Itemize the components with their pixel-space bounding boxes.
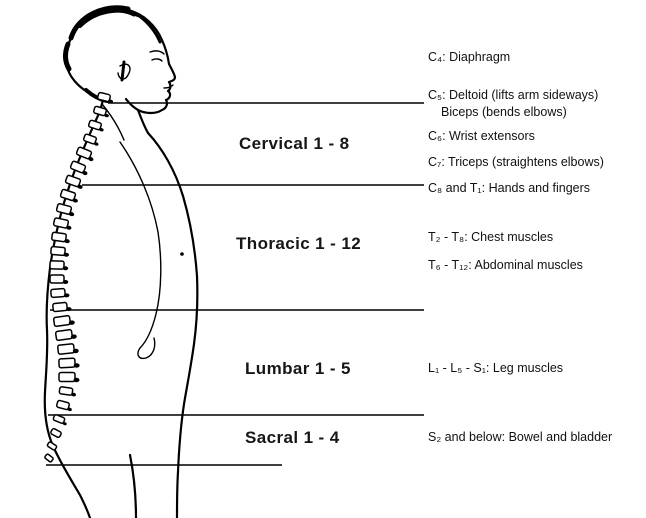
mouth <box>163 84 174 89</box>
eye <box>151 58 163 62</box>
annotation-c5-biceps: Biceps (bends elbows) <box>441 105 567 119</box>
annotation-c7-triceps: C₇: Triceps (straightens elbows) <box>428 155 604 169</box>
annotation-c5-deltoid: C₅: Deltoid (lifts arm sideways) <box>428 88 599 102</box>
annotation-t2-t8-chest: T₂ - T₈: Chest muscles <box>428 230 554 244</box>
region-label-lumbar: Lumbar 1 - 5 <box>245 359 351 378</box>
front-outline <box>146 131 199 518</box>
leg-line <box>128 453 138 518</box>
shoulder-line <box>101 103 125 141</box>
region-label-thoracic: Thoracic 1 - 12 <box>236 234 362 253</box>
annotation-s2-bowel-bladder: S₂ and below: Bowel and bladder <box>428 430 613 444</box>
annotation-c6-wrist: C₆: Wrist extensors <box>428 129 535 143</box>
hair <box>63 5 162 103</box>
annotation-t6-t12-abdominal: T₆ - T₁₂: Abdominal muscles <box>428 258 583 272</box>
back-outline <box>43 118 98 518</box>
nipple-dot <box>180 252 184 256</box>
ear <box>117 63 131 80</box>
annotation-c8-t1-hands: C₈ and T₁: Hands and fingers <box>428 181 591 195</box>
neck-front <box>136 108 150 135</box>
head-outline <box>70 7 177 115</box>
region-label-cervical: Cervical 1 - 8 <box>239 134 350 153</box>
spine <box>44 91 114 463</box>
eyebrow <box>149 50 165 55</box>
arm-line <box>119 141 162 360</box>
annotation-c4-diaphragm: C₄: Diaphragm <box>428 50 511 64</box>
annotation-l1-l5-s1-legs: L₁ - L₅ - S₁: Leg muscles <box>428 361 564 375</box>
region-label-sacral: Sacral 1 - 4 <box>245 428 340 447</box>
pointer-lines <box>46 102 424 466</box>
human-body-outline <box>43 5 199 518</box>
